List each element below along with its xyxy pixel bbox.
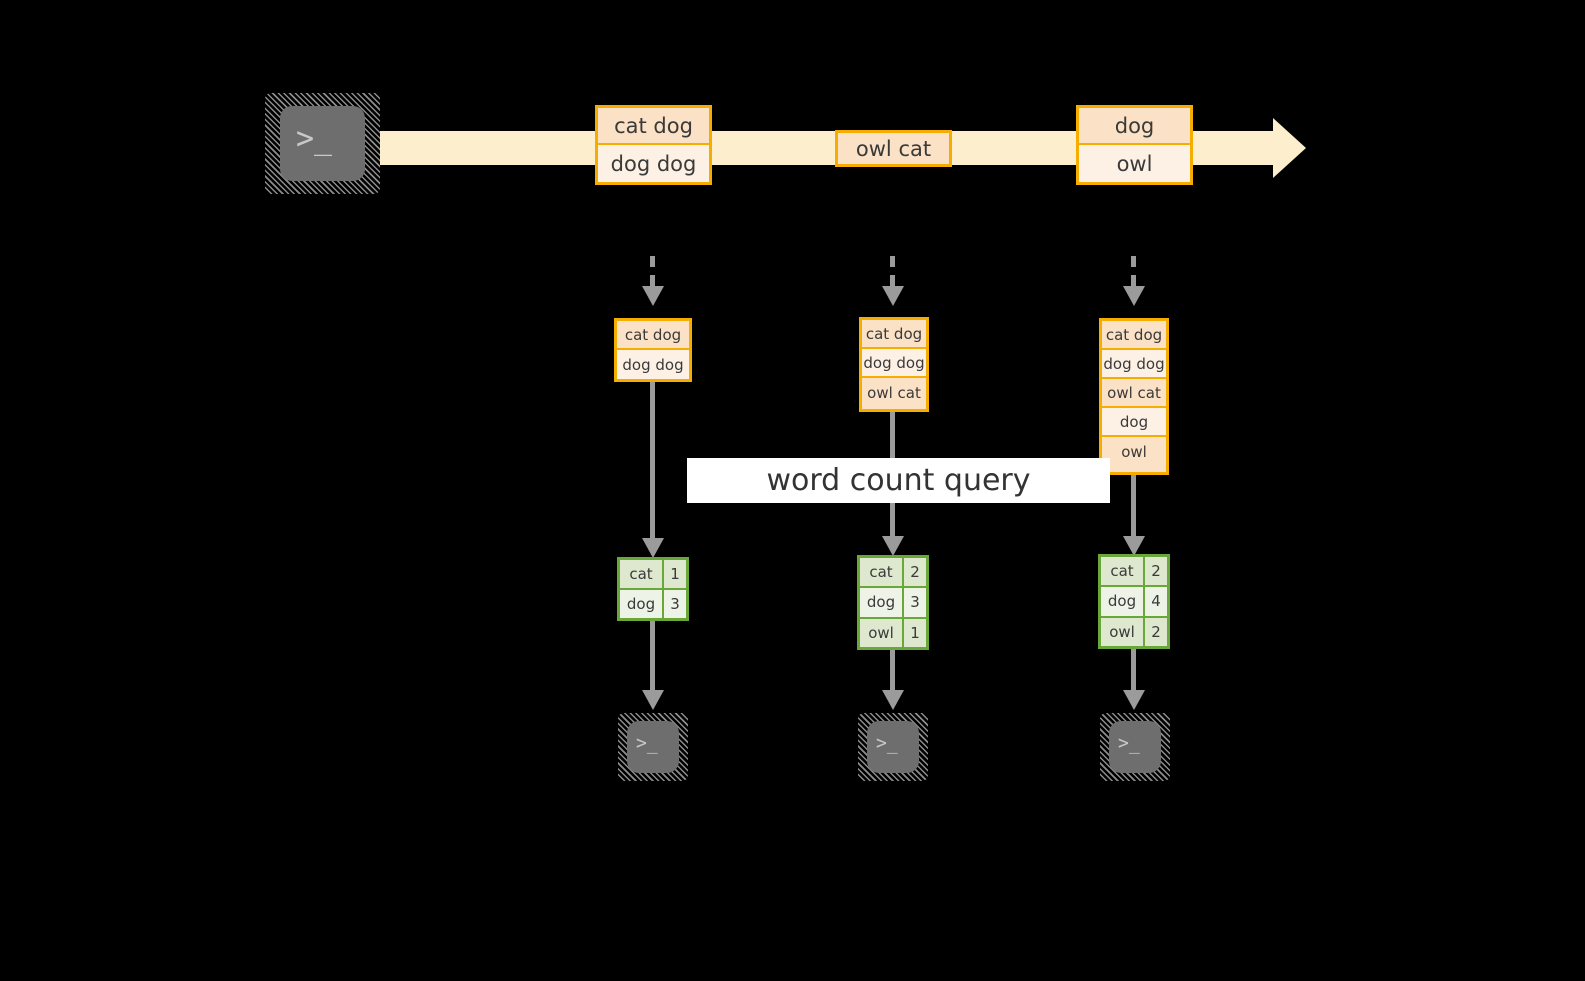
result-count-cell: 2 [904, 558, 926, 587]
input-table-t3[interactable]: cat dog dog dog owl cat dog owl [1099, 318, 1169, 475]
stream-record-line: cat dog [598, 108, 709, 145]
result-table-row: dog 3 [620, 590, 686, 618]
input-table-row: owl cat [1102, 379, 1166, 408]
source-terminal-icon[interactable]: >_ [265, 93, 380, 194]
result-count-cell: 1 [904, 618, 926, 647]
result-count-cell: 4 [1145, 587, 1167, 616]
input-table-row: dog dog [617, 350, 689, 379]
result-table-row: owl 2 [1101, 617, 1167, 646]
stream-record-batch-1[interactable]: cat dog dog dog [595, 105, 712, 185]
result-word-cell: owl [860, 618, 904, 647]
input-table-t1[interactable]: cat dog dog dog [614, 318, 692, 382]
stream-arrow-head [1273, 118, 1306, 178]
sink-connector-line-t3 [1131, 649, 1136, 696]
result-table-t1[interactable]: cat 1 dog 3 [617, 557, 689, 621]
result-table-row: cat 2 [1101, 557, 1167, 588]
result-table-row: cat 1 [620, 560, 686, 590]
stream-record-line: dog [1079, 108, 1190, 145]
stream-record-batch-3[interactable]: dog owl [1076, 105, 1193, 185]
terminal-body [867, 721, 919, 773]
terminal-prompt-glyph: >_ [636, 732, 658, 755]
trigger-connector-arrowhead-t1 [642, 286, 664, 306]
result-word-cell: cat [860, 558, 904, 587]
sink-connector-line-t2 [890, 650, 895, 696]
result-count-cell: 1 [664, 560, 686, 588]
result-table-row: owl 1 [860, 618, 926, 647]
terminal-prompt-glyph: >_ [296, 120, 333, 157]
trigger-connector-arrowhead-t2 [882, 286, 904, 306]
result-word-cell: owl [1101, 617, 1145, 646]
input-table-row: cat dog [862, 320, 926, 349]
result-word-cell: cat [620, 560, 664, 588]
stream-record-line: owl cat [838, 133, 949, 164]
sink-terminal-icon-t3[interactable]: >_ [1100, 713, 1170, 781]
result-count-cell: 2 [1145, 617, 1167, 646]
result-count-cell: 3 [904, 588, 926, 617]
result-word-cell: dog [860, 588, 904, 617]
stream-record-line: dog dog [598, 145, 709, 182]
input-table-row: cat dog [1102, 321, 1166, 350]
result-word-cell: dog [620, 590, 664, 618]
terminal-prompt-glyph: >_ [876, 732, 898, 755]
input-table-row: dog dog [862, 349, 926, 378]
result-table-t3[interactable]: cat 2 dog 4 owl 2 [1098, 554, 1170, 649]
input-table-row: cat dog [617, 321, 689, 350]
terminal-prompt-glyph: >_ [1118, 732, 1140, 755]
result-count-cell: 3 [664, 590, 686, 618]
input-table-row: dog dog [1102, 350, 1166, 379]
sink-connector-arrowhead-t3 [1123, 690, 1145, 710]
sink-terminal-icon-t1[interactable]: >_ [618, 713, 688, 781]
query-connector-arrowhead-t1 [642, 538, 664, 558]
result-table-row: cat 2 [860, 558, 926, 589]
sink-connector-arrowhead-t1 [642, 690, 664, 710]
trigger-connector-dashed-t1 [650, 256, 655, 289]
input-table-row: dog [1102, 408, 1166, 437]
trigger-connector-dashed-t2 [890, 256, 895, 289]
sink-terminal-icon-t2[interactable]: >_ [858, 713, 928, 781]
input-table-row: owl [1102, 437, 1166, 466]
result-word-cell: cat [1101, 557, 1145, 586]
terminal-body [280, 106, 365, 181]
stream-record-line: owl [1079, 145, 1190, 182]
result-table-t2[interactable]: cat 2 dog 3 owl 1 [857, 555, 929, 650]
trigger-connector-arrowhead-t3 [1123, 286, 1145, 306]
result-word-cell: dog [1101, 587, 1145, 616]
sink-connector-arrowhead-t2 [882, 690, 904, 710]
query-connector-arrowhead-t2 [882, 536, 904, 556]
query-connector-line-t1 [650, 382, 655, 544]
result-table-row: dog 3 [860, 588, 926, 619]
stream-record-batch-2[interactable]: owl cat [835, 130, 952, 167]
query-connector-arrowhead-t3 [1123, 536, 1145, 556]
result-count-cell: 2 [1145, 557, 1167, 586]
terminal-body [627, 721, 679, 773]
sink-connector-line-t1 [650, 621, 655, 696]
input-table-t2[interactable]: cat dog dog dog owl cat [859, 317, 929, 412]
query-banner: word count query [687, 458, 1110, 503]
trigger-connector-dashed-t3 [1131, 256, 1136, 289]
query-connector-line-t3 [1131, 475, 1136, 542]
terminal-body [1109, 721, 1161, 773]
result-table-row: dog 4 [1101, 587, 1167, 618]
input-table-row: owl cat [862, 378, 926, 407]
